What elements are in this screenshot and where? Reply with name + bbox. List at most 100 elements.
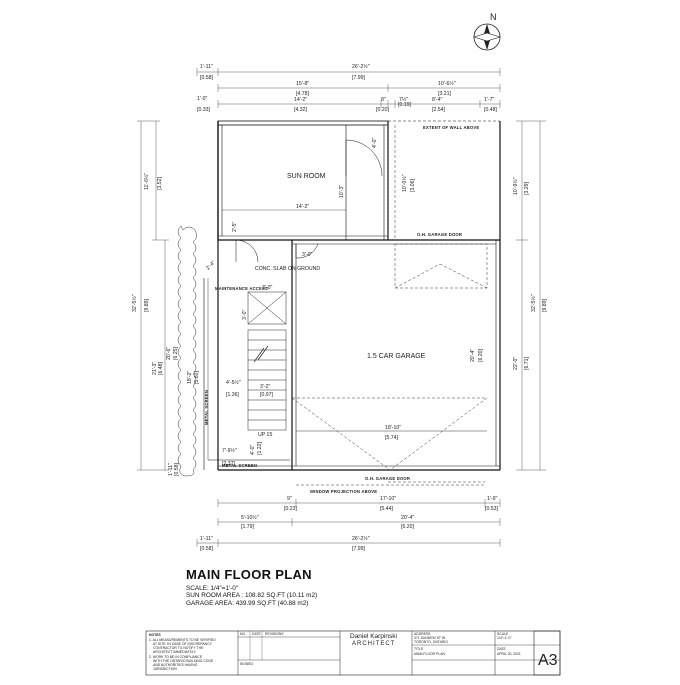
label-window-projection: WINDOW PROJECTION ABOVE — [310, 489, 377, 494]
dim-in-15: 4'-0" — [250, 445, 256, 455]
dim-top-2-metric: [7.99] — [352, 75, 366, 81]
dim-top-3: 15'-8" — [296, 81, 309, 87]
garage-door-projection — [291, 125, 488, 486]
hedge — [177, 225, 197, 477]
dim-left-2-metric: [9.89] — [144, 298, 150, 312]
label-extent-wall: EXTENT OF WALL ABOVE — [423, 125, 479, 130]
label-metal-screen-v: METAL SCREEN — [204, 390, 209, 425]
dim-left-3: 21'-3" — [152, 362, 158, 375]
dim-bot-6-metric: [0.58] — [200, 546, 214, 552]
room-sunroom: SUN ROOM — [287, 173, 326, 180]
label-maintenance: MAINTENANCE ACCESS — [215, 286, 268, 291]
tb-sheet-number: A3 — [538, 652, 558, 669]
tb-signed: SIGNED: — [240, 662, 254, 666]
label-up: UP 15 — [258, 432, 272, 438]
dim-bot-2: 17'-10" — [380, 496, 396, 502]
dim-right-1: 10'-9½" — [512, 177, 519, 195]
exterior-walls — [203, 120, 501, 471]
dim-right-2: 32'-5½" — [530, 294, 537, 312]
dim-top-8: 8'-4" — [432, 97, 442, 103]
tb-scale-val: 1/4"=1'-0" — [497, 636, 512, 640]
tb-scale-head: SCALE — [497, 632, 509, 636]
dim-top-8-metric: [2.54] — [432, 107, 446, 113]
tb-note-1: 1. ALL MEASUREMENTS TO BE VERIFIED — [149, 638, 216, 642]
top-dimensions — [196, 68, 501, 108]
dim-bot-5: 20'-4" — [401, 515, 414, 521]
tb-note-2d: JURISDICTION. — [153, 667, 178, 671]
dim-bot-7-metric: [7.99] — [352, 546, 366, 552]
tb-rev-desc: REVISIONS — [265, 632, 284, 636]
dim-left-5-metric: [5.60] — [194, 370, 200, 384]
dim-in-5: 2'-5" — [232, 222, 238, 232]
label-metal-screen-h: METAL SCREEN — [222, 463, 257, 468]
dim-in-14: 7'-9½" — [222, 447, 237, 454]
dim-left-4: 20'-6" — [166, 347, 172, 360]
dim-top-9-metric: [0.48] — [484, 107, 498, 113]
dim-top-2: 26'-2½" — [352, 63, 370, 70]
tb-note-2b: WITH THE ONTARIO BUILDING CODE — [153, 659, 214, 663]
dim-left-4-metric: [6.25] — [173, 346, 179, 360]
dim-bot-1: 9" — [287, 496, 292, 502]
room-garage: 1.5 CAR GARAGE — [367, 353, 426, 360]
tb-address-2: TORONTO, ONTARIO — [414, 640, 448, 644]
dim-in-4: 14'-2" — [296, 204, 309, 210]
dim-top-10: 1'-0" — [197, 96, 207, 102]
tb-rev-no: NO. — [240, 632, 246, 636]
tb-firm-name: Daniel Karpinski — [350, 633, 397, 640]
garage-area: GARAGE AREA: 439.99 SQ.FT (40.88 m2) — [186, 599, 309, 607]
dim-right-3: 22'-0" — [513, 357, 519, 370]
dim-bot-6: 1'-11" — [200, 536, 213, 542]
dim-in-14-metric: [2.37] — [222, 461, 236, 467]
dim-top-6-metric: [0.20] — [376, 107, 390, 113]
dim-top-1-metric: [0.58] — [200, 75, 214, 81]
sunroom-area: SUN ROOM AREA : 108.82 SQ.FT (10.11 m2) — [186, 592, 318, 600]
dim-top-9: 1'-7" — [484, 97, 494, 103]
north-arrow-icon: N — [472, 12, 502, 51]
dim-left-6: 1'-11" — [168, 463, 174, 476]
dim-in-10-metric: [1.36] — [226, 392, 240, 398]
dim-bot-1-metric: [0.23] — [284, 506, 298, 512]
dim-bot-3: 1'-9" — [487, 496, 497, 502]
dim-bot-3-metric: [0.53] — [485, 506, 499, 512]
dim-left-1-metric: [3.52] — [157, 176, 163, 190]
right-dimensions — [516, 120, 546, 471]
dim-top-6: 8" — [381, 97, 386, 103]
plan-title: MAIN FLOOR PLAN — [186, 567, 312, 582]
dim-right-1-metric: [3.29] — [524, 181, 530, 195]
dim-in-1-metric: [3.06] — [410, 178, 416, 192]
dim-in-10: 4'-5½" — [226, 379, 241, 386]
tb-date-head: DATE — [497, 647, 507, 651]
tb-title-val: MAIN FLOOR PLAN — [414, 652, 445, 656]
dim-left-5: 18'-2" — [187, 371, 193, 384]
dim-bot-4: 5'-10½" — [241, 514, 259, 521]
tb-note-2: 2. WORK TO BE IN COMPLIANCE — [149, 655, 203, 659]
tb-note-1b: AT SITE. IN CASE OF DISCREPANCY — [153, 642, 213, 646]
plan-scale: SCALE: 1/4"=1'-0" — [186, 585, 239, 592]
dim-in-8: 3'-0" — [262, 285, 272, 291]
dim-in-11-metric: [0.97] — [260, 392, 274, 398]
dim-in-11: 3'-2" — [260, 384, 270, 390]
dim-left-6-metric: [0.58] — [174, 462, 180, 476]
dim-right-3-metric: [6.71] — [524, 356, 530, 370]
dim-in-13-metric: [5.74] — [385, 435, 399, 441]
label-conc-slab: CONC. SLAB ON GROUND — [255, 266, 320, 272]
dim-bot-5-metric: [6.20] — [401, 524, 415, 530]
dim-left-1: 11'-6½" — [143, 173, 150, 190]
dim-left-2: 32'-5½" — [131, 294, 138, 312]
tb-note-1c: CONTRACTOR TO NOTIFY THE — [153, 646, 204, 650]
dim-bot-2-metric: [5.44] — [380, 506, 394, 512]
dim-top-3-metric: [4.78] — [296, 91, 310, 97]
dim-top-1: 1'-11" — [200, 64, 213, 70]
dim-in-9: 3'-0" — [242, 310, 248, 320]
tb-address-head: ADDRESS — [414, 632, 431, 636]
dim-bot-4-metric: [1.79] — [241, 524, 255, 530]
tb-note-1d: ARCHITECT IMMEDIATELY. — [153, 650, 197, 654]
tb-firm-role: ARCHITECT — [352, 641, 395, 647]
dim-in-12: 20'-4" — [470, 349, 476, 362]
left-dimensions — [137, 120, 169, 471]
dim-in-7: 2'-4" — [205, 260, 217, 272]
dim-top-7: 7½" — [399, 96, 408, 103]
dim-right-2-metric: [9.89] — [542, 298, 548, 312]
